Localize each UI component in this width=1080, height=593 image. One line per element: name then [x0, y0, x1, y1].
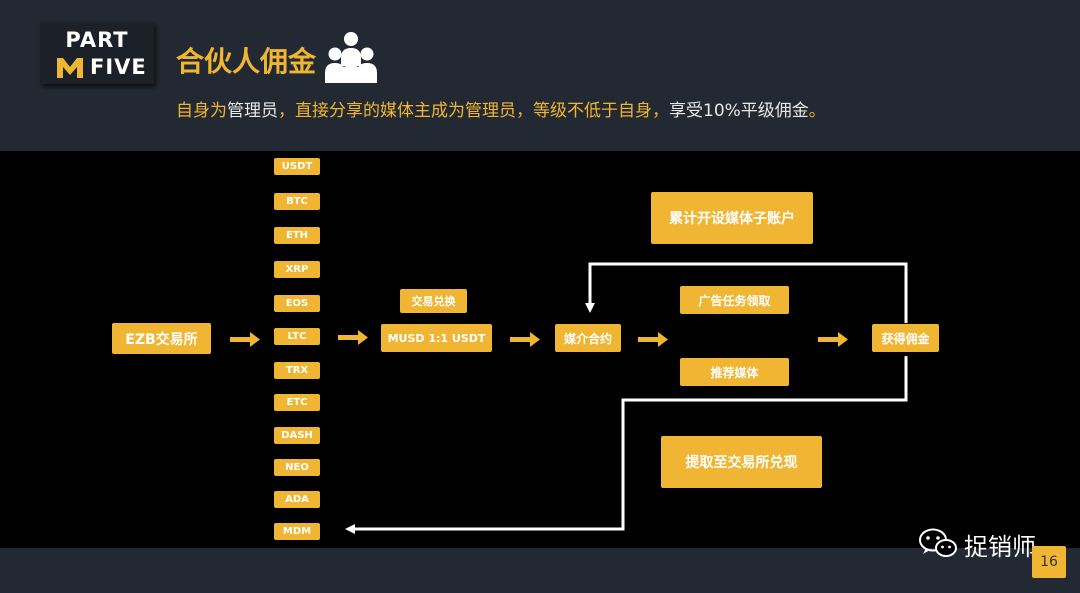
- header-bar: [0, 0, 1080, 151]
- commission-box: 获得佣金: [872, 324, 939, 352]
- coin-etc: ETC: [274, 394, 320, 411]
- page-title: 合伙人佣金: [176, 45, 317, 78]
- coin-btc: BTC: [274, 193, 320, 210]
- coin-eos: EOS: [274, 295, 320, 312]
- ad-task-box: 广告任务领取: [680, 286, 789, 314]
- flow-arrows: [230, 330, 848, 347]
- page-number-badge: [1032, 546, 1066, 578]
- coin-mdm: MDM: [274, 523, 320, 540]
- subtitle-part-1: 自身为: [176, 101, 227, 121]
- coin-dash: DASH: [274, 427, 320, 444]
- coin-xrp: XRP: [274, 261, 320, 278]
- coin-eth: ETH: [274, 227, 320, 244]
- coin-trx: TRX: [274, 362, 320, 379]
- people-group-icon: [325, 32, 377, 83]
- coin-usdt: USDT: [274, 158, 320, 175]
- accumulate-accounts-box: 累计开设媒体子账户: [651, 192, 813, 244]
- musd-box: MUSD 1:1 USDT: [381, 324, 492, 352]
- arrow-musd-to-contract: [510, 332, 540, 347]
- wechat-icon: [919, 528, 957, 557]
- subtitle: 自身为管理员，直接分享的媒体主成为管理员，等级不低于自身，享受10%平级佣金。: [176, 96, 826, 121]
- part-number: FIVE: [90, 55, 147, 79]
- footer-bar: [0, 548, 1080, 593]
- arrow-tasks-to-commission: [818, 332, 848, 347]
- subtitle-part-4: 享受10%平级佣金: [669, 101, 809, 121]
- recommend-media-box: 推荐媒体: [680, 358, 789, 386]
- page-number: 16: [1040, 554, 1058, 570]
- arrow-contract-to-tasks: [638, 332, 668, 347]
- convert-label-box: 交易兑换: [400, 289, 467, 313]
- arrow-coins-to-musd: [338, 330, 368, 345]
- media-contract-box: 媒介合约: [555, 324, 621, 352]
- loop-back-line: [585, 262, 908, 323]
- withdraw-line: [345, 356, 908, 534]
- exchange-box: EZB交易所: [112, 323, 211, 354]
- part-label: PART: [65, 28, 129, 52]
- part-badge: PART FIVE: [40, 22, 154, 84]
- withdraw-box: 提取至交易所兑现: [661, 436, 822, 488]
- m-logo-icon: [57, 58, 83, 78]
- coin-neo: NEO: [274, 459, 320, 476]
- subtitle-part-2: 管理员: [227, 101, 278, 121]
- subtitle-part-3: ，直接分享的媒体主成为管理员，等级不低于自身，: [278, 101, 669, 121]
- arrow-exchange-to-coins: [230, 332, 260, 347]
- coin-ltc: LTC: [274, 328, 320, 345]
- coin-ada: ADA: [274, 491, 320, 508]
- watermark-text: 捉销师: [964, 533, 1036, 561]
- subtitle-part-5: 。: [808, 101, 826, 121]
